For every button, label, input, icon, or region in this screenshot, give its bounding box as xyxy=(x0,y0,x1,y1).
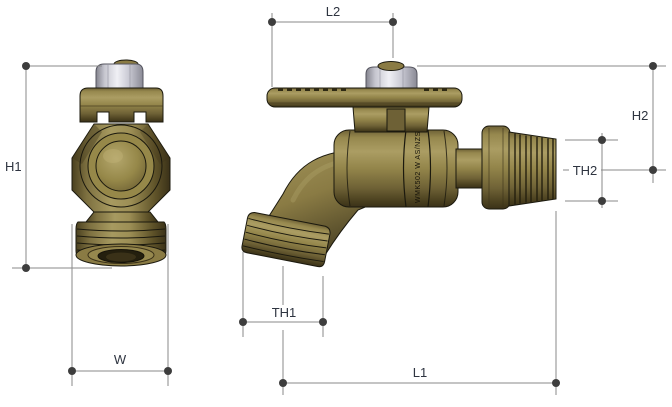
h1-label: H1 xyxy=(5,159,22,174)
side-male-thread xyxy=(508,131,557,207)
side-cap xyxy=(377,61,405,71)
dimension-h1: H1 xyxy=(5,62,112,272)
th1-label: TH1 xyxy=(272,305,297,320)
side-body: WMK502 W AS/NZS xyxy=(333,129,459,208)
l2-label: L2 xyxy=(326,4,340,19)
side-flange xyxy=(481,125,511,210)
w-label: W xyxy=(114,352,127,367)
side-handle-bar xyxy=(266,87,463,108)
dimensions: H1 W L2 H2 TH2 xyxy=(5,4,666,395)
dimension-l2: L2 xyxy=(268,4,397,87)
front-body xyxy=(71,123,171,213)
dimension-th1: TH1 xyxy=(239,252,327,395)
body-marking: WMK502 W AS/NZS xyxy=(415,131,422,203)
front-waist xyxy=(84,211,160,223)
front-handle xyxy=(79,87,164,123)
side-outlet-thread xyxy=(241,212,331,268)
dimension-th2: TH2 xyxy=(565,133,618,208)
side-neck xyxy=(455,148,485,189)
dimension-h2: H2 xyxy=(417,62,666,183)
h2-label: H2 xyxy=(632,108,649,123)
front-view xyxy=(71,59,171,267)
side-view: WMK502 W AS/NZS xyxy=(241,61,557,268)
side-bonnet xyxy=(352,106,430,133)
th2-label: TH2 xyxy=(573,163,598,178)
dimension-l1: L1 xyxy=(279,211,560,395)
front-outlet-thread xyxy=(75,221,167,267)
l1-label: L1 xyxy=(413,365,427,380)
dimension-w: W xyxy=(68,224,172,386)
front-bonnet-nut xyxy=(95,63,144,91)
